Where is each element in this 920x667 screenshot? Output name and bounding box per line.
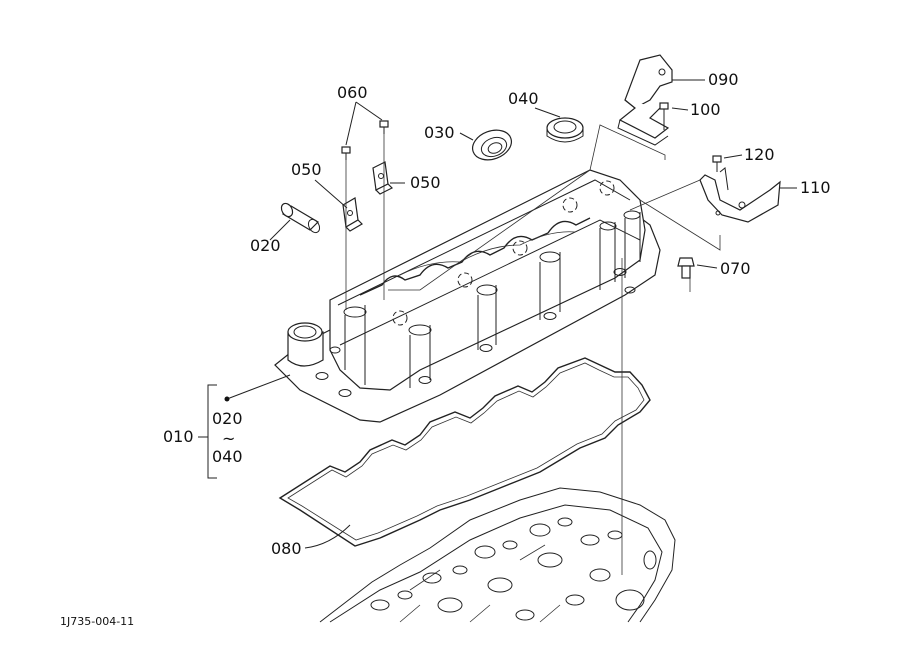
cylinder-head bbox=[319, 487, 676, 623]
part-label-010-range-start: 020 bbox=[212, 409, 243, 428]
part-110-bracket bbox=[699, 167, 781, 223]
part-label-120: 120 bbox=[744, 145, 775, 164]
part-label-010-range-tilde: ~ bbox=[222, 429, 236, 448]
part-label-090: 090 bbox=[708, 70, 739, 89]
assembly-guides bbox=[388, 124, 721, 291]
part-label-050-right: 050 bbox=[410, 173, 441, 192]
valve-cover-gasket bbox=[278, 357, 651, 547]
part-label-100: 100 bbox=[690, 100, 721, 119]
leader-dot-010 bbox=[224, 396, 230, 402]
part-050-brackets bbox=[342, 161, 394, 232]
part-120-bolt bbox=[712, 155, 722, 172]
part-030-seal bbox=[472, 129, 512, 161]
part-label-060: 060 bbox=[337, 83, 368, 102]
part-090-bracket bbox=[617, 54, 673, 146]
part-label-040: 040 bbox=[508, 89, 539, 108]
part-label-020: 020 bbox=[250, 236, 281, 255]
part-070-bolt bbox=[677, 257, 695, 279]
part-040-seal bbox=[546, 117, 584, 143]
part-060-bolts bbox=[341, 120, 389, 160]
part-label-010-range-end: 040 bbox=[212, 447, 243, 466]
leader-lines bbox=[198, 79, 797, 549]
mounting-lines bbox=[345, 134, 691, 575]
part-label-110: 110 bbox=[800, 178, 831, 197]
figure-code: 1J735-004-11 bbox=[60, 615, 135, 628]
valve-cover bbox=[274, 169, 661, 423]
part-020-pipe bbox=[280, 202, 321, 234]
part-label-030: 030 bbox=[424, 123, 455, 142]
part-label-010: 010 bbox=[163, 427, 194, 446]
part-label-080: 080 bbox=[271, 539, 302, 558]
part-label-070: 070 bbox=[720, 259, 751, 278]
part-label-050-left: 050 bbox=[291, 160, 322, 179]
part-100-bolt bbox=[659, 102, 669, 130]
